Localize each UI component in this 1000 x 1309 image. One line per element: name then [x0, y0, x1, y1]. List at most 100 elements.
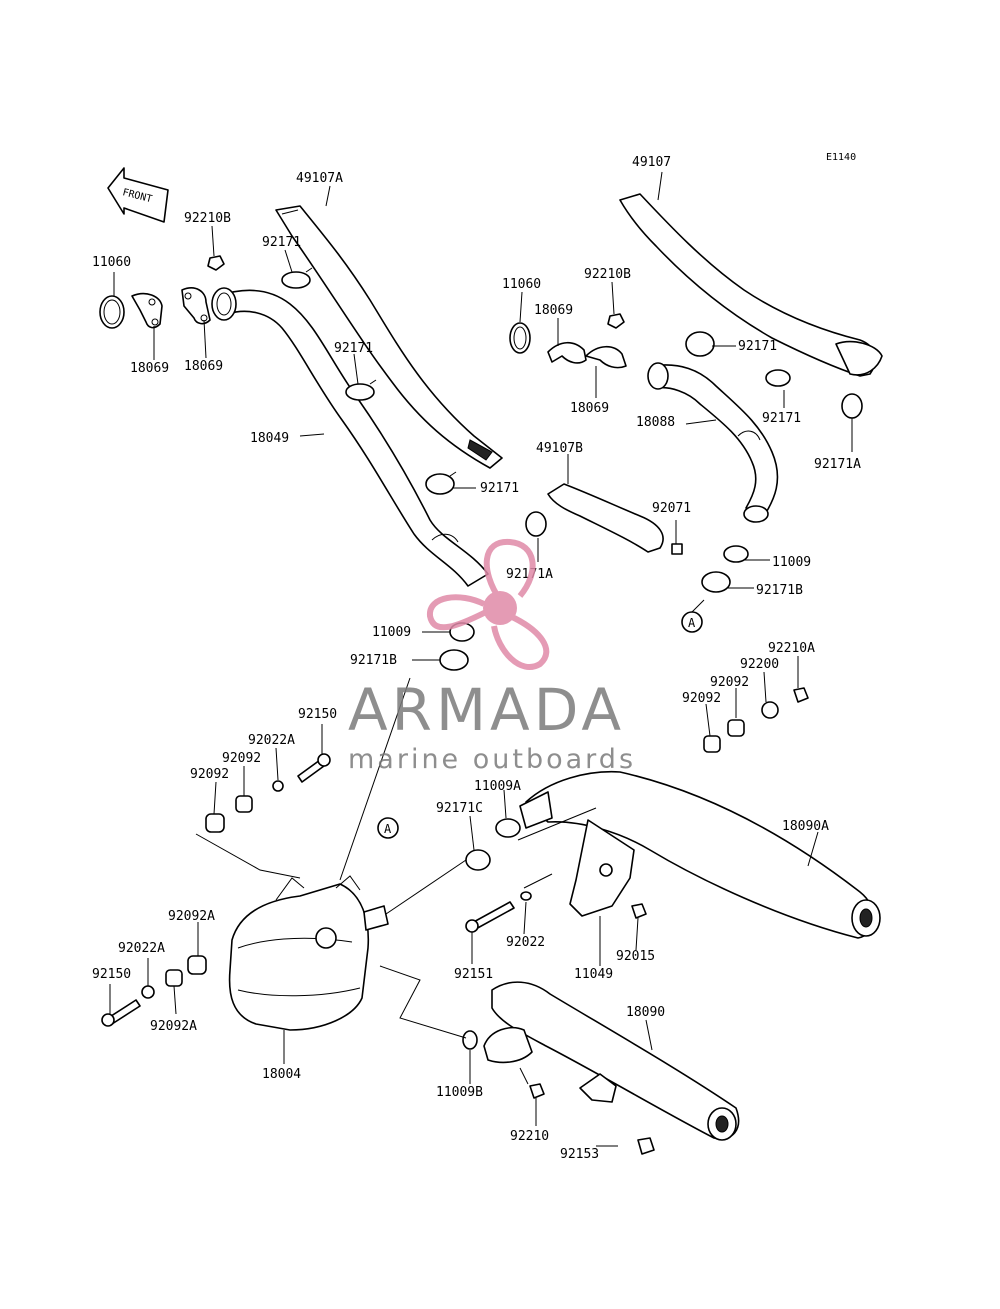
label-18088: 18088 — [636, 415, 675, 430]
label-92150-bottom: 92150 — [92, 967, 131, 982]
label-11009-mid: 11009 — [372, 625, 411, 640]
clamp-92171-right-2[interactable] — [765, 369, 791, 387]
clamp-92171A-mid[interactable] — [525, 511, 547, 537]
propeller-logo-icon — [427, 538, 550, 670]
heat-cover-49107[interactable] — [619, 193, 883, 377]
label-92200: 92200 — [740, 657, 779, 672]
muffler-18004[interactable] — [228, 875, 389, 1031]
clamp-92171B-right[interactable] — [701, 571, 731, 593]
label-18069-right-1: 18069 — [534, 303, 573, 318]
grommet-92092A-1[interactable] — [187, 955, 207, 975]
label-18069-left-1: 18069 — [130, 361, 169, 376]
label-92153: 92153 — [560, 1147, 599, 1162]
label-92015: 92015 — [616, 949, 655, 964]
label-92171-right-2: 92171 — [762, 411, 801, 426]
clamp-92171C[interactable] — [465, 849, 491, 871]
label-92092-right-2: 92092 — [682, 691, 721, 706]
flange-18069-right-1[interactable] — [547, 341, 587, 364]
silencer-18090A[interactable] — [519, 770, 881, 939]
label-92151: 92151 — [454, 967, 493, 982]
washer-92022A-top[interactable] — [272, 780, 284, 792]
grommet-92092A-2[interactable] — [165, 969, 183, 987]
label-92171-left-1: 92171 — [262, 235, 301, 250]
grommet-92092-right-2[interactable] — [727, 719, 745, 737]
label-49107: 49107 — [632, 155, 671, 170]
label-49107A: 49107A — [296, 171, 343, 186]
label-92022A-bottom: 92022A — [118, 941, 165, 956]
label-92092A-1: 92092A — [168, 909, 215, 924]
label-49107B: 49107B — [536, 441, 583, 456]
collar-92200[interactable] — [761, 701, 779, 719]
label-92210: 92210 — [510, 1129, 549, 1144]
label-18069-left-2: 18069 — [184, 359, 223, 374]
label-92022A-top: 92022A — [248, 733, 295, 748]
nut-92071[interactable] — [671, 543, 683, 555]
nut-92210[interactable] — [529, 1083, 545, 1099]
bracket-11049[interactable] — [569, 819, 635, 917]
label-92092-right-1: 92092 — [710, 675, 749, 690]
bolt-92150-bottom[interactable] — [101, 999, 141, 1027]
label-92171-left-3: 92171 — [480, 481, 519, 496]
svg-text:A: A — [688, 616, 696, 630]
label-92150-top: 92150 — [298, 707, 337, 722]
label-92092A-2: 92092A — [150, 1019, 197, 1034]
label-92071: 92071 — [652, 501, 691, 516]
gasket-11060-left[interactable] — [99, 295, 125, 329]
exhaust-pipe-18088[interactable] — [647, 362, 779, 523]
label-92171C: 92171C — [436, 801, 483, 816]
ring-11009B[interactable] — [462, 1030, 478, 1050]
label-18049: 18049 — [250, 431, 289, 446]
nut-92210B-right[interactable] — [607, 313, 625, 329]
label-18069-right-2: 18069 — [570, 401, 609, 416]
watermark-title: ARMADA — [348, 676, 625, 744]
grommet-92092-right-1[interactable] — [703, 735, 721, 753]
flange-18069-right-2[interactable] — [585, 345, 627, 369]
joint-11009-right[interactable] — [723, 545, 749, 563]
heat-cover-49107B[interactable] — [547, 483, 664, 553]
svg-text:A: A — [384, 822, 392, 836]
part-labels: 49107A 49107 92210B 92171 11060 18069 18… — [92, 155, 861, 1162]
label-11049: 11049 — [574, 967, 613, 982]
bracket-92153[interactable] — [579, 1073, 617, 1103]
gasket-11060-right[interactable] — [509, 322, 531, 354]
label-11060-right: 11060 — [502, 277, 541, 292]
clamp-92171-left-2[interactable] — [345, 379, 377, 401]
watermark-subtitle: marine outboards — [348, 744, 636, 775]
grommet-92092-top-2[interactable] — [205, 813, 225, 833]
callout-a-top: A — [681, 611, 703, 633]
silencer-18090[interactable] — [483, 981, 740, 1141]
nut-92210B-left[interactable] — [207, 255, 225, 271]
bolt-92151[interactable] — [465, 901, 515, 933]
nut-92210A[interactable] — [793, 687, 809, 703]
leader-lines — [109, 171, 853, 1147]
label-92171-left-2: 92171 — [334, 341, 373, 356]
label-92022: 92022 — [506, 935, 545, 950]
clamp-92171-left-1[interactable] — [281, 267, 313, 289]
nut-92015[interactable] — [631, 903, 647, 919]
clamp-92171-right-1[interactable] — [685, 331, 715, 357]
label-92171B-right: 92171B — [756, 583, 803, 598]
diagram-code: E1140 — [826, 152, 856, 163]
label-18004: 18004 — [262, 1067, 301, 1082]
clamp-92171A-right[interactable] — [841, 393, 863, 419]
clamp-92171-left-3[interactable] — [425, 471, 457, 495]
heat-cover-49107A[interactable] — [275, 205, 503, 469]
label-92210A: 92210A — [768, 641, 815, 656]
label-92092-top-2: 92092 — [190, 767, 229, 782]
callout-a-bottom: A — [377, 817, 399, 839]
label-92210B-left: 92210B — [184, 211, 231, 226]
flange-18069-left-2[interactable] — [181, 287, 211, 325]
label-11009-right: 11009 — [772, 555, 811, 570]
washer-92022A-bottom[interactable] — [141, 985, 155, 999]
label-92210B-right: 92210B — [584, 267, 631, 282]
bolt-92150-top[interactable] — [297, 753, 331, 783]
flange-18069-left[interactable] — [131, 292, 163, 329]
bolt-92153-head[interactable] — [637, 1137, 655, 1155]
label-92092-top-1: 92092 — [222, 751, 261, 766]
joint-11009A[interactable] — [495, 818, 521, 838]
armada-watermark: ARMADA marine outboards — [348, 538, 636, 775]
label-11009B: 11009B — [436, 1085, 483, 1100]
grommet-92092-top-1[interactable] — [235, 795, 253, 813]
clamp-92171B-mid[interactable] — [439, 649, 469, 671]
washer-92022[interactable] — [520, 891, 532, 901]
